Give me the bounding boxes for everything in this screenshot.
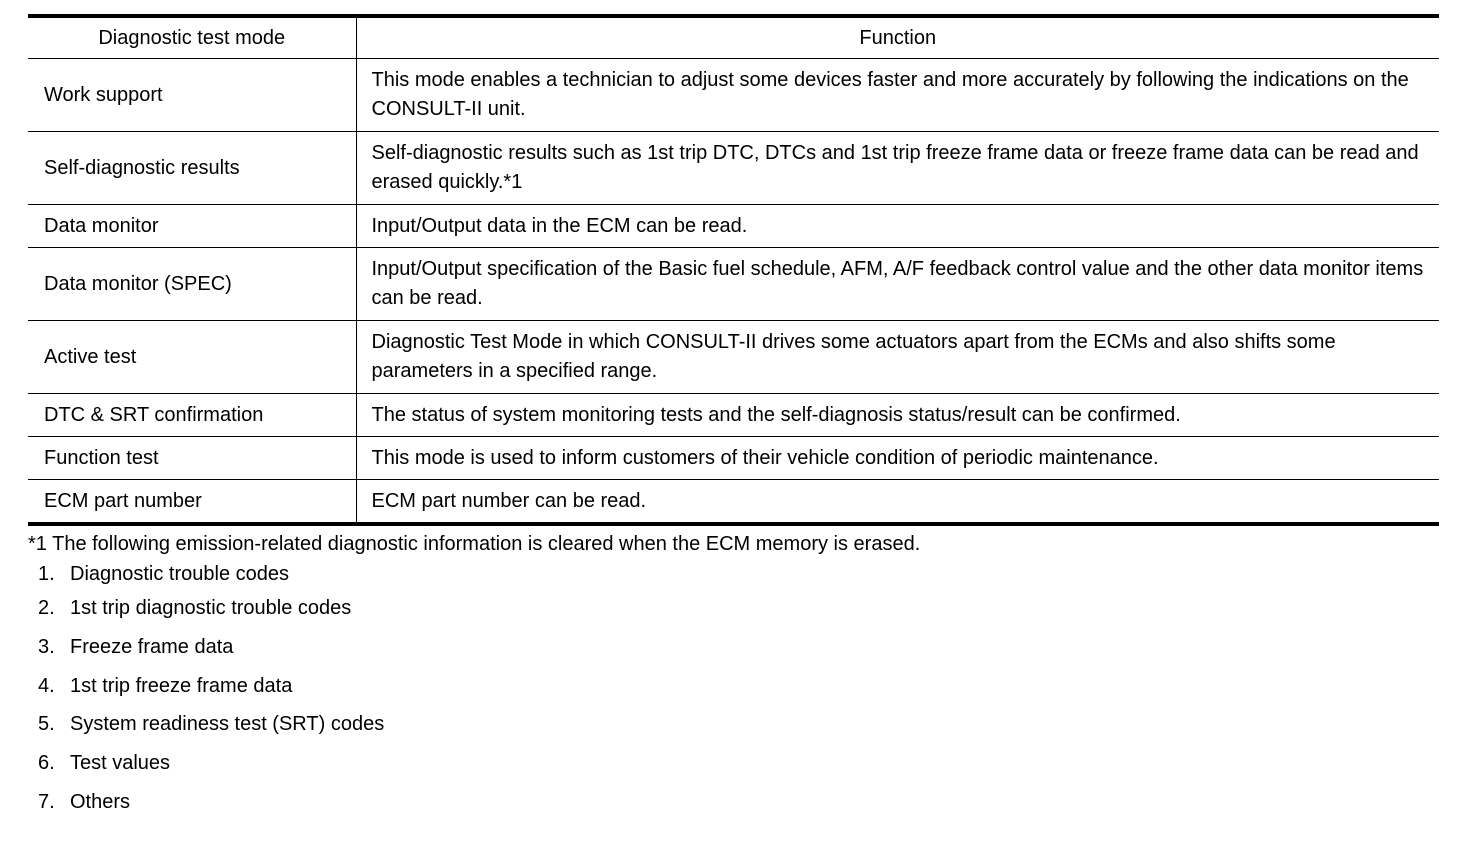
list-item: 5. System readiness test (SRT) codes [28,705,1439,744]
function-cell: This mode is used to inform customers of… [356,436,1439,480]
list-label: Diagnostic trouble codes [70,563,290,585]
function-cell: ECM part number can be read. [356,479,1439,524]
table-row: DTC & SRT confirmation The status of sys… [28,393,1439,437]
mode-cell: Data monitor (SPEC) [28,247,357,321]
list-number: 3. [38,635,55,658]
list-label: 1st trip freeze frame data [70,674,293,697]
table-row: Data monitor (SPEC) Input/Output specifi… [28,247,1439,321]
function-cell: Input/Output data in the ECM can be read… [356,204,1439,248]
list-label: Others [70,790,131,813]
list-item: 2. 1st trip diagnostic trouble codes [28,589,1439,628]
list-label: Test values [70,752,171,775]
document-page: Diagnostic test mode Function Work suppo… [28,14,1439,822]
mode-cell: Active test [28,320,357,394]
list-item: 4. 1st trip freeze frame data [28,667,1439,706]
function-cell: Self-diagnostic results such as 1st trip… [356,131,1439,205]
mode-cell: Data monitor [28,204,357,248]
list-label: System readiness test (SRT) codes [70,713,385,736]
list-number: 4. [38,674,55,697]
mode-cell: Function test [28,436,357,480]
function-cell: Diagnostic Test Mode in which CONSULT-II… [356,320,1439,394]
table-row: ECM part number ECM part number can be r… [28,479,1439,524]
mode-cell: ECM part number [28,479,357,524]
list-number: 7. [38,790,55,813]
table-row: Active test Diagnostic Test Mode in whic… [28,320,1439,394]
table-header-row: Diagnostic test mode Function [28,16,1439,59]
list-label: Freeze frame data [70,635,234,658]
cleared-info-list: 1. Diagnostic trouble codes 2. 1st trip di… [28,559,1439,822]
header-function: Function [356,16,1439,59]
list-item: 7. Others [28,783,1439,822]
list-item: 1. Diagnostic trouble codes [28,559,1439,589]
list-item: 6. Test values [28,744,1439,783]
list-label: 1st trip diagnostic trouble codes [70,597,352,619]
footnote-text: *1 The following emission-related diagno… [28,533,921,555]
list-number: 5. [38,713,55,736]
table-row: Work support This mode enables a technic… [28,58,1439,132]
mode-cell: Self-diagnostic results [28,131,357,205]
table-row: Function test This mode is used to infor… [28,436,1439,480]
function-cell: This mode enables a technician to adjust… [371,69,1409,120]
function-cell: Input/Output specification of the Basic … [356,247,1439,321]
list-item: 3. Freeze frame data [28,628,1439,667]
mode-cell: DTC & SRT confirmation [28,393,357,437]
list-number: 6. [38,752,55,775]
diagnostic-mode-table: Diagnostic test mode Function Work suppo… [28,14,1439,526]
list-number: 1. [38,563,55,585]
table-row: Self-diagnostic results Self-diagnostic … [28,131,1439,205]
table-row: Data monitor Input/Output data in the EC… [28,204,1439,248]
list-number: 2. [38,597,55,619]
function-cell: The status of system monitoring tests an… [356,393,1439,437]
mode-cell: Work support [28,58,357,132]
header-mode: Diagnostic test mode [28,16,357,59]
